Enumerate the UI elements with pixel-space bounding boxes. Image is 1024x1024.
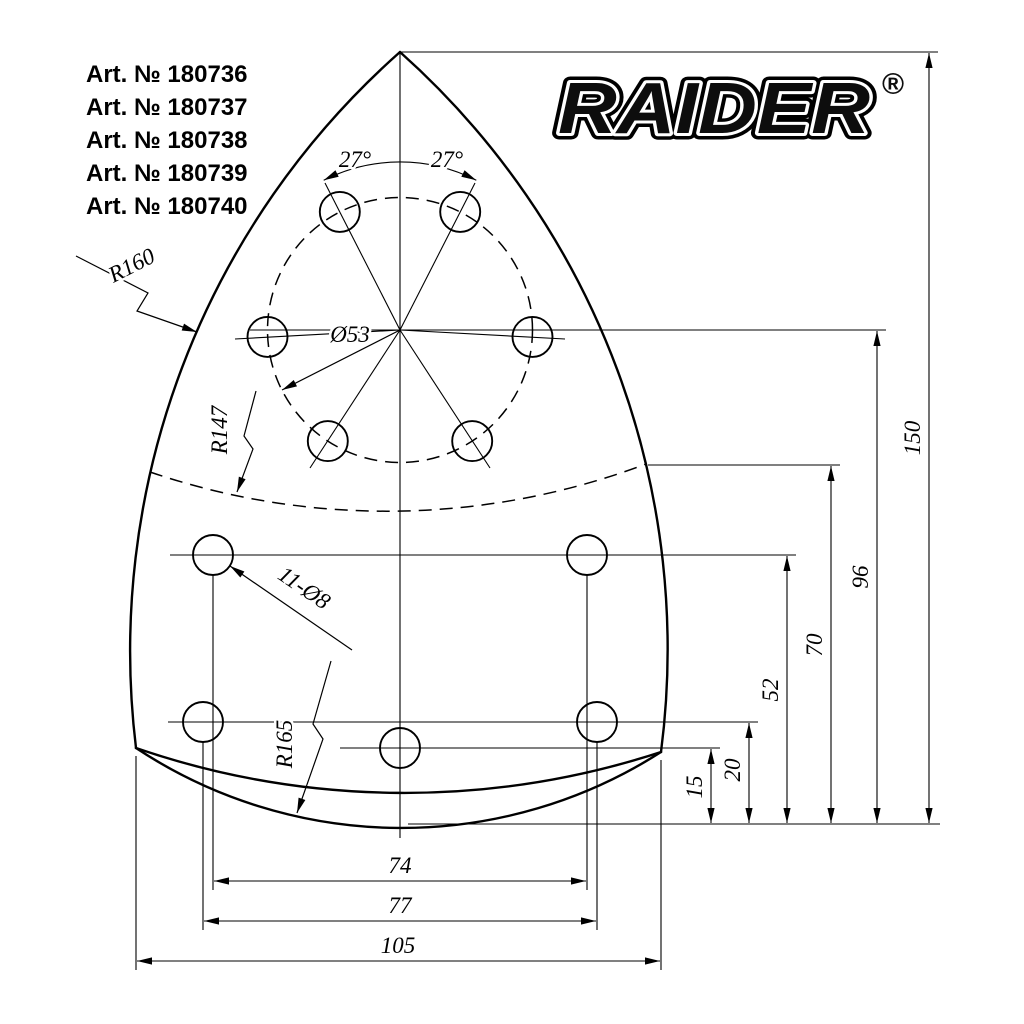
- leader-r165: [296, 660, 332, 814]
- article-number: Art. № 180736: [86, 61, 248, 88]
- radial-line-lower-left: [309, 329, 401, 469]
- raider-logo-text-inline: RAIDER: [558, 69, 870, 149]
- dim-label-77: 77: [389, 893, 414, 918]
- hole-circle-top-right: [439, 190, 482, 233]
- hole-rect-bottom-right: [576, 701, 618, 743]
- raider-logo-text: RAIDER: [558, 69, 870, 149]
- radial-line-left-27: [324, 182, 401, 331]
- dim-label-70: 70: [802, 633, 827, 657]
- holes: [182, 190, 618, 769]
- hole-circle-lower-left: [306, 420, 349, 463]
- radius-label-r147: R147: [207, 404, 232, 455]
- article-number: Art. № 180740: [86, 193, 248, 220]
- hole-circle-right: [511, 315, 554, 358]
- hole-circle-lower-right: [451, 420, 494, 463]
- article-number: Art. № 180739: [86, 160, 248, 187]
- dim-label-74: 74: [389, 853, 412, 878]
- diameter-label: Ø53: [329, 322, 370, 347]
- pad-right-edge: [398, 50, 669, 754]
- hole-rect-bottom-left: [182, 701, 224, 743]
- raider-logo-text-outline: RAIDER: [558, 69, 870, 149]
- raider-logo: RAIDER RAIDER RAIDER ®: [552, 63, 905, 156]
- hole-callout-label: 11-Ø8: [274, 561, 336, 614]
- dim-label-20: 20: [720, 758, 745, 782]
- radius-label-r160: R160: [103, 243, 159, 288]
- radial-line-right-horizontal: [399, 329, 566, 340]
- leader-lines: [75, 255, 401, 814]
- dim-label-52: 52: [758, 679, 783, 702]
- article-number: Art. № 180738: [86, 127, 248, 154]
- radius-label-r165: R165: [272, 720, 297, 770]
- extension-lines: [135, 51, 940, 970]
- angle-label-left: 27°: [339, 147, 371, 172]
- hole-bottom-center: [379, 727, 421, 769]
- hole-circle-left: [246, 315, 289, 358]
- pad-outline: [128, 50, 669, 830]
- dim-label-105: 105: [381, 933, 416, 958]
- hole-circle-top-left: [318, 190, 361, 233]
- bolt-circle-53: [266, 196, 534, 464]
- article-number: Art. № 180737: [86, 94, 248, 121]
- hole-rect-top-right: [566, 534, 608, 576]
- angle-arc-27: [323, 161, 477, 181]
- dim-label-150: 150: [900, 420, 925, 455]
- pad-left-edge: [128, 50, 402, 750]
- pad-bottom-edge-lower: [134, 746, 663, 830]
- dimension-lines: [137, 53, 933, 965]
- leader-hole-callout: [229, 565, 353, 651]
- radial-line-right-27: [399, 182, 476, 331]
- hole-rect-top-left: [192, 534, 234, 576]
- radial-line-left-horizontal: [234, 329, 401, 340]
- dim-label-15: 15: [682, 776, 707, 799]
- dim-label-96: 96: [848, 565, 873, 589]
- radial-lines: [234, 182, 566, 469]
- article-number-list: Art. № 180736 Art. № 180737 Art. № 18073…: [86, 58, 248, 223]
- radial-line-lower-right: [399, 329, 491, 469]
- angle-label-right: 27°: [431, 147, 463, 172]
- leader-r160: [75, 255, 198, 333]
- leader-diameter-53: [281, 329, 401, 391]
- pad-bottom-edge-upper: [134, 746, 663, 795]
- pad-mid-dashed-arc-r147: [149, 463, 647, 512]
- dimension-labels: 27° 27° Ø53 R160 R147 R165 11-Ø8 15 20 5…: [101, 145, 928, 961]
- leader-r147: [236, 390, 257, 493]
- registered-trademark-icon: ®: [882, 68, 904, 101]
